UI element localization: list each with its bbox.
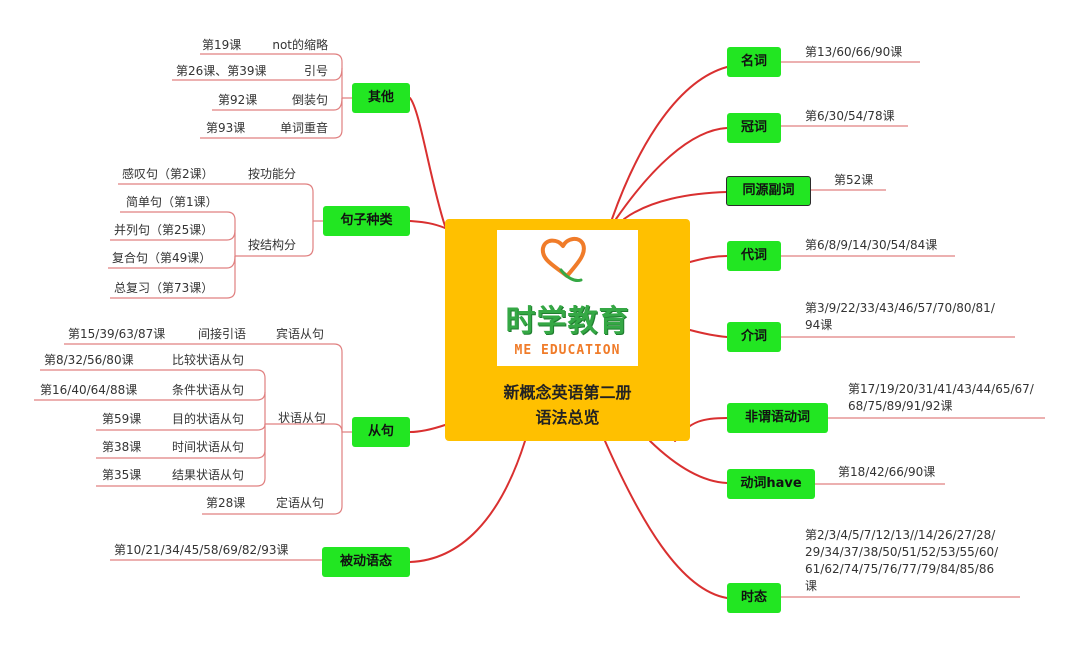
leaf-attributive-lessons: 第28课 — [206, 496, 246, 510]
logo-english-text: ME EDUCATION — [514, 343, 621, 358]
leaf-preposition-lessons-2: 94课 — [805, 318, 833, 332]
leaf-condition-lessons: 第16/40/64/88课 — [40, 383, 138, 397]
leaf-purpose-clause: 目的状语从句 — [172, 412, 245, 426]
leaf-pronoun-lessons: 第6/8/9/14/30/54/84课 — [805, 238, 938, 252]
leaf-tense-lessons-3: 61/62/74/75/76/77/79/84/85/86 — [805, 562, 995, 576]
leaf-comparison-clause: 比较状语从句 — [172, 353, 245, 367]
leaf-compound-sentence: 并列句（第25课） — [114, 223, 214, 237]
leaf-condition-clause: 条件状语从句 — [172, 383, 245, 397]
leaf-tense-lessons-2: 29/34/37/38/50/51/52/53/55/60/ — [805, 545, 999, 559]
leaf-complex-sentence: 复合句（第49课） — [112, 251, 212, 265]
node-others[interactable]: 其他 — [352, 83, 410, 113]
node-sentence-types[interactable]: 句子种类 — [323, 206, 410, 236]
leaf-purpose-lessons: 第59课 — [102, 412, 142, 426]
node-verb-have[interactable]: 动词have — [727, 469, 815, 499]
node-cognate-adverb[interactable]: 同源副词 — [726, 176, 811, 206]
leaf-attributive-clause: 定语从句 — [276, 496, 325, 510]
leaf-by-function: 按功能分 — [248, 167, 297, 181]
node-tense[interactable]: 时态 — [727, 583, 781, 613]
leaf-passive-lessons: 第10/21/34/45/58/69/82/93课 — [114, 543, 289, 557]
leaf-others-lesson-3: 第92课 — [218, 93, 258, 107]
leaf-object-clause: 宾语从句 — [276, 327, 325, 341]
leaf-nonfinite-lessons-1: 第17/19/20/31/41/43/44/65/67/ — [848, 382, 1034, 396]
node-nonfinite-verb[interactable]: 非谓语动词 — [727, 403, 828, 433]
leaf-others-topic-4: 单词重音 — [279, 121, 328, 135]
leaf-others-lesson-2: 第26课、第39课 — [176, 64, 267, 78]
leaf-indirect-speech: 间接引语 — [198, 327, 247, 341]
leaf-result-clause: 结果状语从句 — [172, 468, 245, 482]
central-topic[interactable]: 时学教育 ME EDUCATION 新概念英语第二册 语法总览 — [445, 219, 690, 441]
logo-chinese-text: 时学教育 — [505, 304, 630, 339]
leaf-others-topic-1: not的缩略 — [272, 38, 328, 52]
leaf-exclamatory: 感叹句（第2课） — [122, 167, 214, 181]
leaf-comparison-lessons: 第8/32/56/80课 — [44, 353, 134, 367]
leaf-time-lessons: 第38课 — [102, 440, 142, 454]
node-noun[interactable]: 名词 — [727, 47, 781, 77]
leaf-tense-lessons-1: 第2/3/4/5/7/12/13//14/26/27/28/ — [805, 528, 996, 542]
leaf-cognate-adverb-lessons: 第52课 — [834, 173, 874, 187]
leaf-preposition-lessons-1: 第3/9/22/33/43/46/57/70/80/81/ — [805, 301, 995, 315]
leaf-noun-lessons: 第13/60/66/90课 — [805, 45, 903, 59]
leaf-object-clause-lessons: 第15/39/63/87课 — [68, 327, 166, 341]
brand-logo: 时学教育 ME EDUCATION — [497, 230, 638, 366]
leaf-adverbial-clause: 状语从句 — [278, 411, 327, 425]
leaf-others-topic-2: 引号 — [303, 64, 328, 78]
leaf-others-topic-3: 倒装句 — [291, 93, 328, 107]
leaf-general-review: 总复习（第73课） — [114, 281, 214, 295]
leaf-others-lesson-4: 第93课 — [206, 121, 246, 135]
leaf-verb-have-lessons: 第18/42/66/90课 — [838, 465, 936, 479]
node-article[interactable]: 冠词 — [727, 113, 781, 143]
leaf-simple-sentence: 简单句（第1课） — [126, 195, 218, 209]
leaf-by-structure: 按结构分 — [248, 238, 297, 252]
central-title-line1: 新概念英语第二册 — [503, 383, 632, 402]
central-title-line2: 语法总览 — [535, 408, 600, 427]
heart-logo-icon — [540, 237, 586, 282]
leaf-article-lessons: 第6/30/54/78课 — [805, 109, 895, 123]
leaf-tense-lessons-4: 课 — [805, 579, 818, 593]
leaf-result-lessons: 第35课 — [102, 468, 142, 482]
node-passive-voice[interactable]: 被动语态 — [322, 547, 410, 577]
node-clauses[interactable]: 从句 — [352, 417, 410, 447]
leaf-others-lesson-1: 第19课 — [202, 38, 242, 52]
leaf-nonfinite-lessons-2: 68/75/89/91/92课 — [848, 399, 953, 413]
node-pronoun[interactable]: 代词 — [727, 241, 781, 271]
node-preposition[interactable]: 介词 — [727, 322, 781, 352]
leaf-time-clause: 时间状语从句 — [172, 440, 245, 454]
